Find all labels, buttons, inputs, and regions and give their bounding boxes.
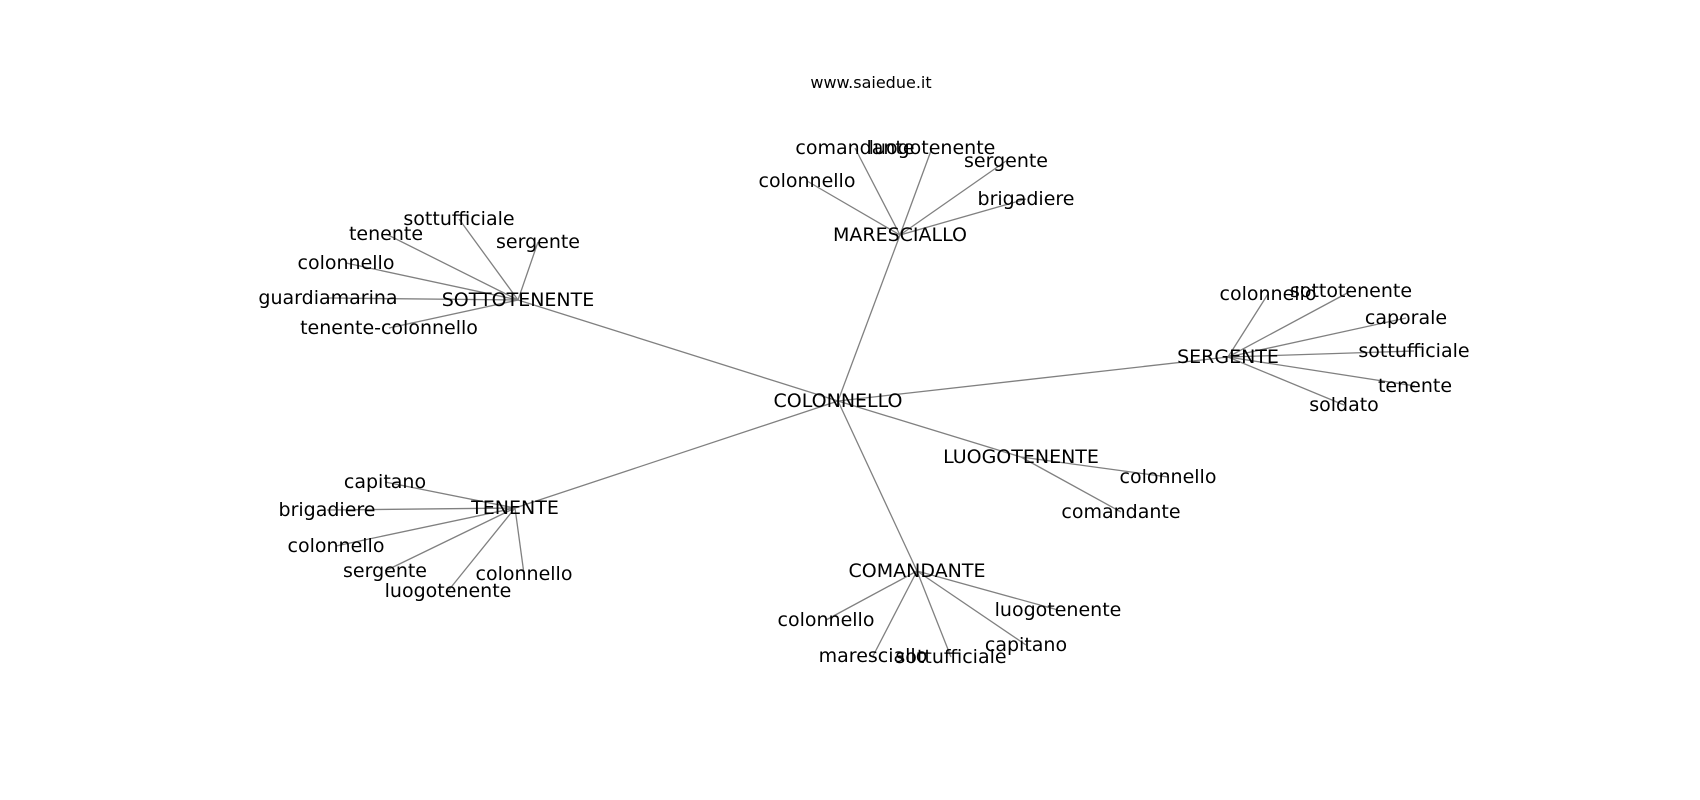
- node-leaf-label-0-0: comandante: [795, 137, 914, 159]
- edge-hub-3-leaf-0: [1020, 456, 1169, 478]
- watermark: www.saiedue.it: [810, 73, 931, 92]
- node-leaf-label-4-3: sergente: [343, 560, 427, 582]
- node-leaf-label-2-1: sottotenente: [1290, 280, 1412, 302]
- edge-hub-4-leaf-0: [384, 481, 516, 509]
- edge-hub-0-leaf-2: [899, 160, 1007, 236]
- node-hub-label-0: MARESCIALLO: [833, 224, 967, 246]
- node-leaf-label-2-3: sottufficiale: [1358, 340, 1469, 362]
- edge-hub-5-leaf-1: [825, 570, 918, 621]
- node-leaf-label-1-3: colonnello: [298, 252, 395, 274]
- node-leaf-label-0-3: colonnello: [759, 170, 856, 192]
- edge-hub-2-leaf-1: [1227, 290, 1352, 358]
- node-leaf-label-3-1: comandante: [1061, 501, 1180, 523]
- node-leaf-label-0-1: luogotenente: [869, 137, 996, 159]
- node-leaf-label-1-0: sottufficiale: [403, 208, 514, 230]
- edge-center-5: [837, 400, 918, 572]
- node-leaf-label-2-4: tenente: [1378, 375, 1452, 397]
- edge-hub-0-leaf-4: [899, 198, 1027, 236]
- edge-hub-5-leaf-4: [916, 570, 952, 658]
- node-leaf-label-0-2: sergente: [964, 150, 1048, 172]
- edge-center-0: [837, 234, 901, 402]
- node-leaf-label-3-0: colonnello: [1120, 466, 1217, 488]
- edge-center-3: [837, 400, 1022, 458]
- node-hub-label-4: TENENTE: [470, 497, 559, 519]
- node-leaf-label-4-0: capitano: [344, 471, 426, 493]
- edge-hub-2-leaf-3: [1227, 350, 1415, 358]
- node-leaf-label-5-2: capitano: [985, 634, 1067, 656]
- edge-hub-1-leaf-4: [327, 297, 519, 301]
- edges-layer: [326, 147, 1416, 658]
- node-leaf-label-2-5: soldato: [1309, 394, 1379, 416]
- node-leaf-label-1-2: sergente: [496, 231, 580, 253]
- edge-hub-4-leaf-5: [514, 507, 525, 575]
- edge-hub-2-leaf-4: [1227, 356, 1416, 387]
- edge-hub-1-leaf-0: [458, 218, 519, 301]
- edge-hub-0-leaf-1: [899, 147, 933, 236]
- node-leaf-label-5-1: colonnello: [778, 609, 875, 631]
- edge-hub-5-leaf-3: [872, 570, 918, 657]
- node-leaf-label-4-1: brigadiere: [279, 499, 376, 521]
- edge-hub-2-leaf-5: [1227, 356, 1345, 406]
- edge-center-4: [514, 400, 839, 509]
- node-leaf-label-4-4: luogotenente: [385, 580, 512, 602]
- edge-hub-2-leaf-2: [1227, 317, 1407, 358]
- node-leaf-label-5-4: sottufficiale: [895, 646, 1006, 668]
- edge-hub-1-leaf-3: [345, 262, 519, 301]
- node-leaf-label-1-1: tenente: [349, 223, 423, 245]
- edge-hub-4-leaf-2: [335, 507, 516, 547]
- node-leaf-label-0-4: brigadiere: [978, 188, 1075, 210]
- node-leaf-label-4-2: colonnello: [288, 535, 385, 557]
- edge-hub-4-leaf-1: [326, 507, 516, 511]
- node-center-label: COLONNELLO: [774, 390, 903, 412]
- node-leaf-label-5-0: luogotenente: [995, 599, 1122, 621]
- edge-center-2: [837, 356, 1229, 402]
- edge-hub-5-leaf-2: [916, 570, 1027, 646]
- edge-hub-0-leaf-0: [854, 147, 901, 236]
- edge-hub-3-leaf-1: [1020, 456, 1122, 513]
- edge-hub-4-leaf-4: [447, 507, 516, 592]
- node-leaf-label-2-0: colonnello: [1220, 283, 1317, 305]
- node-leaf-label-1-4: guardiamarina: [258, 287, 397, 309]
- edge-hub-2-leaf-0: [1227, 293, 1269, 358]
- node-hub-label-1: SOTTOTENENTE: [442, 289, 595, 311]
- node-leaf-label-1-5: tenente-colonnello: [300, 317, 478, 339]
- node-hub-label-3: LUOGOTENENTE: [943, 446, 1099, 468]
- node-leaf-label-5-3: maresciallo: [819, 645, 928, 667]
- node-hub-label-5: COMANDANTE: [849, 560, 986, 582]
- edge-hub-1-leaf-2: [517, 241, 539, 301]
- labels-layer: www.saiedue.it COLONNELLO MARESCIALLO coma…: [258, 73, 1469, 668]
- edge-hub-1-leaf-1: [385, 233, 519, 301]
- edge-center-1: [517, 299, 839, 402]
- edge-hub-4-leaf-3: [384, 507, 516, 572]
- edge-hub-1-leaf-5: [388, 299, 519, 329]
- edge-hub-5-leaf-0: [916, 570, 1059, 611]
- node-leaf-label-2-2: caporale: [1365, 307, 1447, 329]
- node-hub-label-2: SERGENTE: [1177, 346, 1279, 368]
- node-leaf-label-4-5: colonnello: [476, 563, 573, 585]
- edge-hub-0-leaf-3: [806, 180, 901, 236]
